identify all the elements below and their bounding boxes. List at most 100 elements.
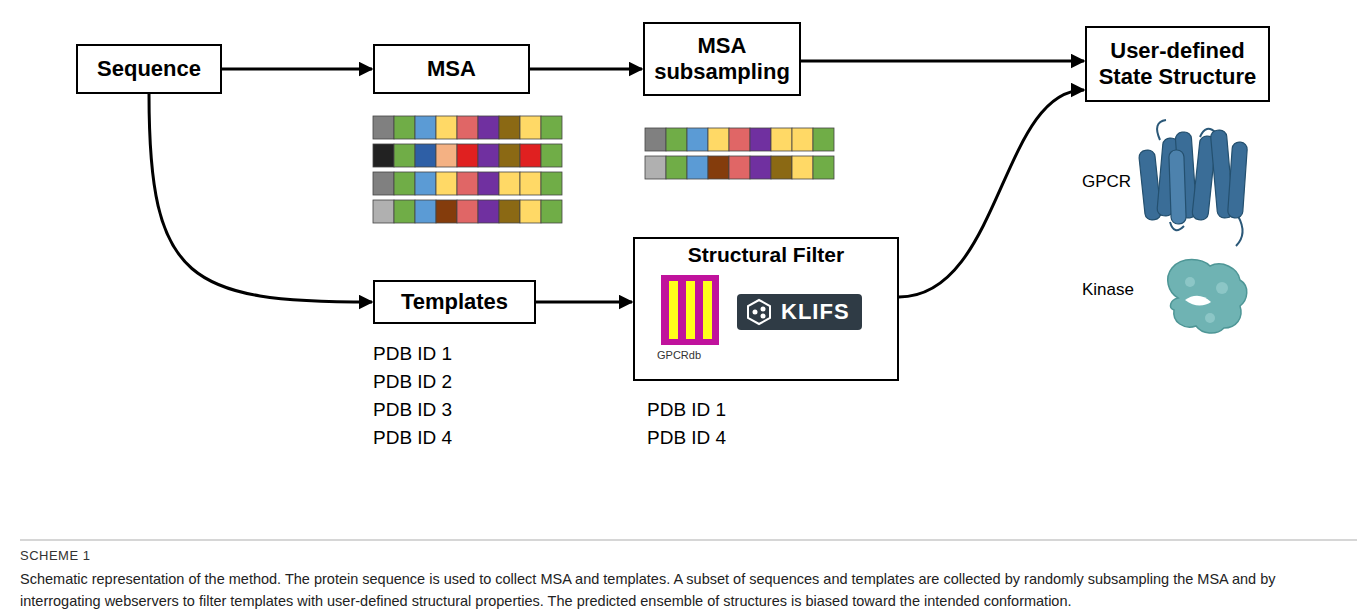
filter-box: Structural FilterGPCRdb KLIFS bbox=[633, 237, 899, 381]
process-box: User-defined State Structure bbox=[1085, 26, 1270, 102]
msa-cell bbox=[436, 144, 457, 167]
process-box: Sequence bbox=[76, 44, 222, 94]
msa-cell bbox=[729, 128, 750, 151]
subsample-grid bbox=[645, 128, 834, 179]
hex bbox=[748, 300, 770, 324]
logo-bar bbox=[703, 281, 712, 339]
msa-cell bbox=[373, 200, 394, 223]
msa-cell bbox=[457, 144, 478, 167]
msa-cell bbox=[520, 172, 541, 195]
msa-cell bbox=[478, 200, 499, 223]
arrow-connector bbox=[149, 94, 372, 302]
arrow-connector bbox=[801, 60, 1084, 63]
msa-cell bbox=[813, 128, 834, 151]
template-id: PDB ID 3 bbox=[373, 399, 452, 421]
template-id: PDB ID 2 bbox=[373, 371, 452, 393]
msa-cell bbox=[771, 128, 792, 151]
process-box: Templates bbox=[373, 280, 536, 324]
caption-text: Schematic representation of the method. … bbox=[20, 568, 1345, 612]
process-box: MSA bbox=[373, 44, 530, 94]
msa-cell bbox=[666, 156, 687, 179]
template-id: PDB ID 1 bbox=[373, 343, 452, 365]
msa-cell bbox=[645, 128, 666, 151]
msa-cell bbox=[436, 172, 457, 195]
msa-cell bbox=[541, 200, 562, 223]
msa-cell bbox=[499, 172, 520, 195]
box-label: MSA subsampling bbox=[653, 33, 791, 85]
msa-cell bbox=[457, 172, 478, 195]
klifs-logo: KLIFS bbox=[737, 294, 862, 330]
msa-cell bbox=[771, 156, 792, 179]
logo-bar bbox=[686, 281, 695, 339]
hex-dot bbox=[753, 310, 758, 315]
msa-cell bbox=[394, 116, 415, 139]
msa-cell bbox=[708, 128, 729, 151]
gpcr-illustration bbox=[1138, 120, 1247, 246]
msa-cell bbox=[373, 144, 394, 167]
box-label: User-defined State Structure bbox=[1095, 38, 1260, 90]
caption-heading: SCHEME 1 bbox=[20, 548, 90, 563]
msa-cell bbox=[457, 116, 478, 139]
msa-cell bbox=[394, 144, 415, 167]
msa-cell bbox=[499, 200, 520, 223]
box-title: Structural Filter bbox=[635, 243, 897, 267]
msa-cell bbox=[457, 200, 478, 223]
kinase-illustration bbox=[1168, 260, 1247, 334]
msa-cell bbox=[750, 156, 771, 179]
msa-cell bbox=[520, 116, 541, 139]
msa-cell bbox=[478, 116, 499, 139]
msa-cell bbox=[478, 172, 499, 195]
logo-frame bbox=[661, 275, 719, 345]
msa-grid bbox=[373, 116, 562, 223]
msa-cell bbox=[687, 128, 708, 151]
logo-inner bbox=[678, 287, 686, 333]
logo-text: GPCRdb bbox=[657, 349, 701, 361]
msa-cell bbox=[373, 172, 394, 195]
logo-bar bbox=[669, 281, 678, 339]
msa-cell bbox=[541, 116, 562, 139]
hex-icon bbox=[745, 298, 773, 326]
msa-cell bbox=[394, 172, 415, 195]
arrow-connector bbox=[536, 301, 632, 304]
msa-cell bbox=[645, 156, 666, 179]
template-id: PDB ID 4 bbox=[373, 427, 452, 449]
logo-text: KLIFS bbox=[781, 299, 850, 325]
msa-cell bbox=[499, 144, 520, 167]
msa-cell bbox=[394, 200, 415, 223]
caption-rule bbox=[20, 539, 1357, 541]
msa-cell bbox=[541, 144, 562, 167]
msa-cell bbox=[792, 128, 813, 151]
arrow-connector bbox=[222, 68, 372, 71]
msa-cell bbox=[415, 172, 436, 195]
gpcrdb-logo bbox=[659, 273, 721, 347]
msa-cell bbox=[541, 172, 562, 195]
target-label: GPCR bbox=[1082, 172, 1131, 192]
hex-dot bbox=[761, 314, 766, 319]
msa-cell bbox=[415, 200, 436, 223]
template-id: PDB ID 4 bbox=[647, 427, 726, 449]
msa-cell bbox=[436, 200, 457, 223]
target-label: Kinase bbox=[1082, 280, 1134, 300]
msa-cell bbox=[415, 116, 436, 139]
msa-cell bbox=[415, 144, 436, 167]
msa-cell bbox=[520, 200, 541, 223]
msa-cell bbox=[666, 128, 687, 151]
box-label: Templates bbox=[401, 289, 508, 315]
msa-cell bbox=[499, 116, 520, 139]
logo-inner bbox=[695, 287, 703, 333]
arrow-connector bbox=[530, 68, 642, 71]
template-id: PDB ID 1 bbox=[647, 399, 726, 421]
arrow-connector bbox=[899, 90, 1084, 297]
msa-cell bbox=[520, 144, 541, 167]
msa-cell bbox=[792, 156, 813, 179]
msa-cell bbox=[813, 156, 834, 179]
msa-cell bbox=[687, 156, 708, 179]
process-box: MSA subsampling bbox=[643, 22, 801, 96]
msa-cell bbox=[436, 116, 457, 139]
box-label: MSA bbox=[427, 56, 476, 82]
box-label: Sequence bbox=[97, 56, 201, 82]
msa-cell bbox=[478, 144, 499, 167]
msa-cell bbox=[729, 156, 750, 179]
msa-cell bbox=[750, 128, 771, 151]
msa-cell bbox=[373, 116, 394, 139]
